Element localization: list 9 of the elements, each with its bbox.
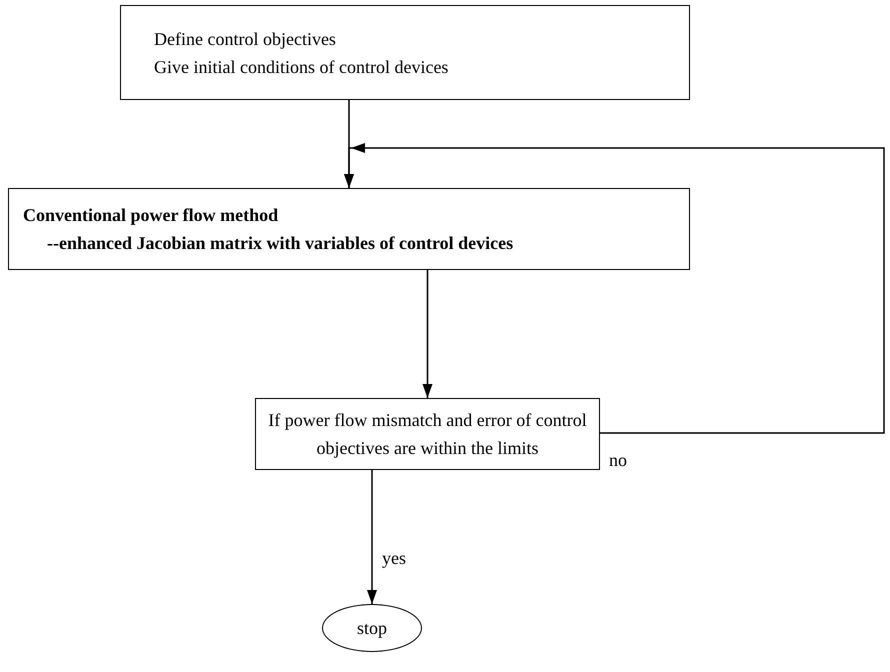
process-box xyxy=(8,188,690,270)
box-text: --enhanced Jacobian matrix with variables of control devices xyxy=(46,232,514,255)
box-text: Give initial conditions of control devices xyxy=(154,56,448,78)
box-text: If power flow mismatch and error of control objectives are within the limits xyxy=(267,409,588,460)
decision-box xyxy=(255,398,600,470)
box-text: Conventional power flow method xyxy=(23,204,278,227)
box-text: stop xyxy=(356,617,387,640)
process-box xyxy=(120,5,690,100)
box-text: Define control objectives xyxy=(154,28,336,51)
